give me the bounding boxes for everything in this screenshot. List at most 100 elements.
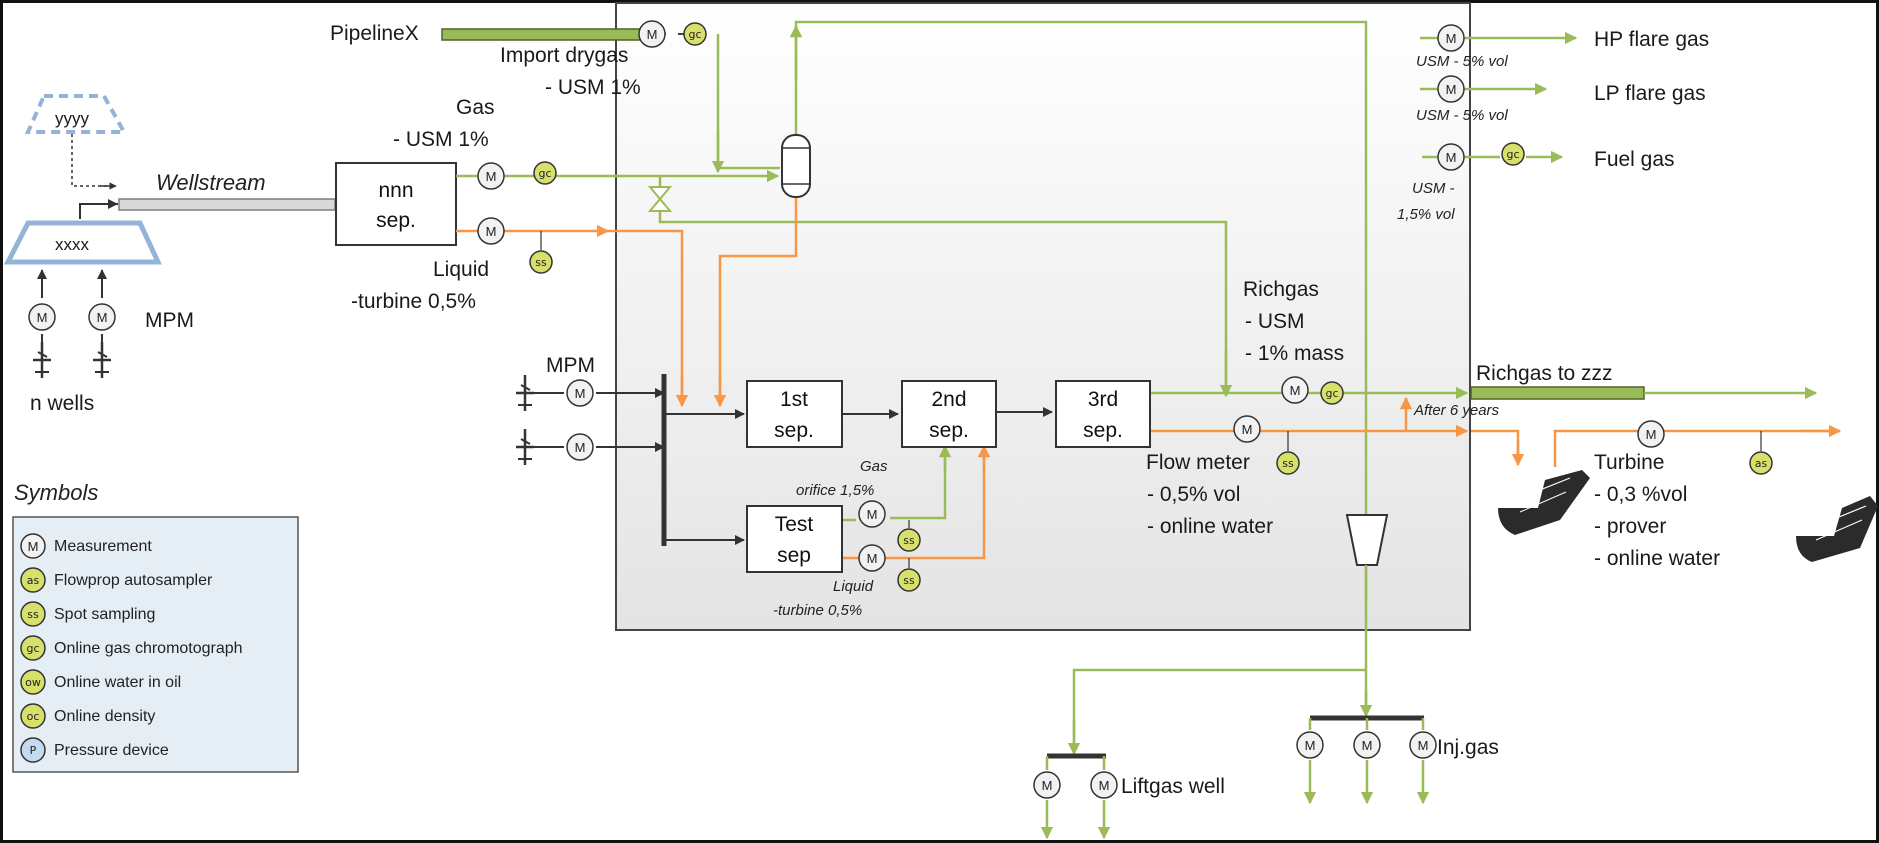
injgas-meter-1-icon-code: M	[1305, 738, 1316, 753]
test-gas-spec: orifice 1,5%	[796, 482, 874, 499]
legend-symbol-ss-icon: ss	[20, 601, 46, 627]
nnn-liquid-meter-icon-code: M	[486, 224, 497, 239]
lp-flare-meter-icon-code: M	[1446, 82, 1457, 97]
injgas-meter-2-icon: M	[1353, 731, 1381, 759]
nnn-sep-line2: sep.	[376, 209, 416, 232]
injgas-meter-3-icon: M	[1409, 731, 1437, 759]
n-wells-label: n wells	[30, 392, 94, 415]
nnn-gas-meter-icon-code: M	[486, 169, 497, 184]
first-sep-line1: 1st	[780, 388, 808, 411]
turbine-spec3: - online water	[1594, 547, 1720, 570]
fuel-gas-spec1: USM -	[1412, 180, 1455, 197]
legend-symbol-ow-icon: ow	[20, 669, 46, 695]
hp-flare-spec: USM - 5% vol	[1416, 53, 1508, 70]
nnn-liquid-ss-icon-code: ss	[535, 256, 547, 269]
platform-well-2-meter-icon: M	[566, 433, 594, 461]
turbine-meter-icon-code: M	[1646, 427, 1657, 442]
injgas-label: Inj.gas	[1437, 736, 1499, 759]
legend-label-ow: Online water in oil	[54, 674, 181, 691]
compressor-symbol	[1345, 514, 1389, 566]
second-sep-line1: 2nd	[931, 388, 966, 411]
platform-area	[615, 2, 1471, 631]
legend-symbol-oc-icon-code: oc	[27, 710, 40, 723]
pipeline-meter-icon: M	[638, 20, 666, 48]
test-liquid-spec: -turbine 0,5%	[773, 602, 862, 619]
import-drygas-spec: - USM 1%	[545, 76, 641, 99]
oil-meter-icon: M	[1233, 415, 1261, 443]
yyyy-unit: yyyy	[24, 94, 128, 134]
test-gas-meter-icon: M	[858, 500, 886, 528]
legend-symbol-M-icon: M	[20, 533, 46, 559]
test-separator: Test sep	[746, 505, 843, 573]
second-separator: 2nd sep.	[901, 380, 997, 448]
test-gas-ss-icon-code: ss	[903, 534, 915, 547]
turbine-spec1: - 0,3 %vol	[1594, 483, 1687, 506]
flow-meter-spec1: - 0,5% vol	[1147, 483, 1240, 506]
well-2-meter-icon-code: M	[97, 310, 108, 325]
xxxx-label: xxxx	[55, 235, 90, 254]
recycle-valve	[647, 186, 673, 212]
test-liquid-title: Liquid	[833, 578, 874, 595]
first-separator: 1st sep.	[746, 380, 843, 448]
hp-flare-meter-icon-code: M	[1446, 31, 1457, 46]
legend-symbol-as-icon-code: as	[27, 574, 40, 587]
nnn-gas-title: Gas	[456, 96, 495, 119]
legend-symbol-gc-icon-code: gc	[26, 642, 39, 655]
fuel-gas-label: Fuel gas	[1594, 148, 1675, 171]
yyyy-label: yyyy	[55, 109, 90, 128]
liftgas-label: Liftgas well	[1121, 775, 1225, 798]
legend-symbol-P-icon-code: P	[30, 744, 37, 757]
mpm-left-label: MPM	[145, 309, 194, 332]
second-sep-line2: sep.	[929, 419, 969, 442]
flow-meter-label: Flow meter	[1146, 451, 1250, 474]
scrubber-vessel	[781, 134, 811, 198]
test-liquid-meter-icon: M	[858, 544, 886, 572]
pipeline-label: PipelineX	[330, 22, 419, 45]
turbine-as-icon-code: as	[1755, 457, 1768, 470]
nnn-liquid-meter-icon: M	[477, 217, 505, 245]
test-sep-line2: sep	[777, 544, 811, 567]
after-years-label: After 6 years	[1413, 402, 1500, 419]
legend-label-P: Pressure device	[54, 742, 169, 759]
pipeline-bar	[441, 28, 653, 41]
wellstream-label: Wellstream	[156, 170, 266, 195]
fuel-gas-spec2: 1,5% vol	[1397, 206, 1455, 223]
oil-ss-icon: ss	[1276, 451, 1300, 475]
richgas-spec2: - 1% mass	[1245, 342, 1344, 365]
turbine-label: Turbine	[1594, 451, 1664, 474]
richgas-title: Richgas	[1243, 278, 1319, 301]
pipe-lines	[37, 20, 1842, 840]
hp-flare-label: HP flare gas	[1594, 28, 1709, 51]
legend-symbol-P-icon: P	[20, 737, 46, 763]
liftgas-meter-1-icon-code: M	[1042, 778, 1053, 793]
test-liquid-ss-icon: ss	[897, 568, 921, 592]
well-1-meter-icon: M	[28, 303, 56, 331]
legend-symbol-ow-icon-code: ow	[25, 676, 41, 689]
richgas-spec1: - USM	[1245, 310, 1305, 333]
legend-label-M: Measurement	[54, 538, 152, 555]
richgas-meter-icon: M	[1281, 376, 1309, 404]
legend-label-gc: Online gas chromotograph	[54, 640, 243, 657]
turbine-spec2: - prover	[1594, 515, 1666, 538]
test-liquid-ss-icon-code: ss	[903, 574, 915, 587]
test-gas-title: Gas	[860, 458, 888, 475]
lp-flare-label: LP flare gas	[1594, 82, 1706, 105]
test-gas-ss-icon: ss	[897, 528, 921, 552]
lp-flare-meter-icon: M	[1437, 75, 1465, 103]
nnn-liquid-title: Liquid	[433, 258, 489, 281]
richgas-gc-icon-code: gc	[1325, 387, 1338, 400]
legend-box	[12, 516, 299, 773]
legend-label-oc: Online density	[54, 708, 155, 725]
legend-symbol-M-icon-code: M	[28, 539, 39, 554]
flow-meter-spec2: - online water	[1147, 515, 1273, 538]
injgas-meter-3-icon-code: M	[1418, 738, 1429, 753]
legend-label-ss: Spot sampling	[54, 606, 155, 623]
tanker-ship-1	[1498, 470, 1590, 535]
legend-label-as: Flowprop autosampler	[54, 572, 213, 589]
first-sep-line2: sep.	[774, 419, 814, 442]
legend-symbol-oc-icon: oc	[20, 703, 46, 729]
fuel-gas-gc-icon: gc	[1501, 142, 1525, 166]
hp-flare-meter-icon: M	[1437, 24, 1465, 52]
xxxx-manifold: xxxx	[3, 220, 162, 265]
mpm-platform-label: MPM	[546, 354, 595, 377]
